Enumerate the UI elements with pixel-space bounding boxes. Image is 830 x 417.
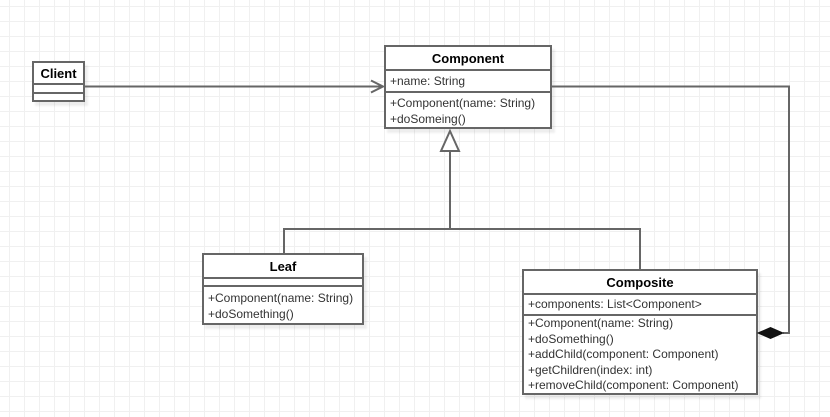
class-client-methods-compartment — [34, 92, 83, 100]
method-line: +Component(name: String) — [528, 316, 674, 331]
generalization-connector[interactable] — [283, 151, 641, 269]
class-client-attributes-compartment — [34, 83, 83, 92]
class-leaf-methods-compartment: +Component(name: String) +doSomething() — [204, 285, 362, 323]
class-leaf-attributes-compartment — [204, 277, 362, 285]
class-component-attributes-compartment: +name: String — [386, 69, 550, 91]
method-line: +doSomething() — [208, 306, 294, 321]
class-client-title: Client — [40, 65, 77, 81]
class-component-title: Component — [431, 50, 505, 66]
hollow-triangle-icon — [439, 128, 461, 152]
class-leaf-title: Leaf — [269, 258, 297, 274]
method-line: +Component(name: String) — [390, 95, 536, 110]
class-composite-title: Composite — [606, 274, 674, 290]
attribute-line: +components: List<Component> — [528, 296, 702, 311]
class-component-methods-compartment: +Component(name: String) +doSomeing() — [386, 91, 550, 127]
open-arrowhead-icon — [370, 79, 386, 94]
method-line: +doSomeing() — [390, 111, 466, 126]
method-line: +removeChild(component: Component) — [528, 378, 739, 393]
attribute-line: +name: String — [390, 74, 466, 88]
filled-diamond-icon — [756, 326, 785, 340]
method-line: +getChildren(index: int) — [528, 362, 653, 377]
class-composite-attributes-compartment: +components: List<Component> — [524, 293, 756, 314]
class-composite-methods-compartment: +Component(name: String) +doSomething() … — [524, 314, 756, 393]
class-leaf[interactable]: Leaf +Component(name: String) +doSomethi… — [202, 253, 364, 325]
class-component[interactable]: Component +name: String +Component(name:… — [384, 45, 552, 129]
method-line: +Component(name: String) — [208, 290, 354, 305]
method-line: +doSomething() — [528, 331, 614, 346]
method-line: +addChild(component: Component) — [528, 347, 719, 362]
class-client[interactable]: Client — [32, 61, 85, 102]
class-composite[interactable]: Composite +components: List<Component> +… — [522, 269, 758, 395]
